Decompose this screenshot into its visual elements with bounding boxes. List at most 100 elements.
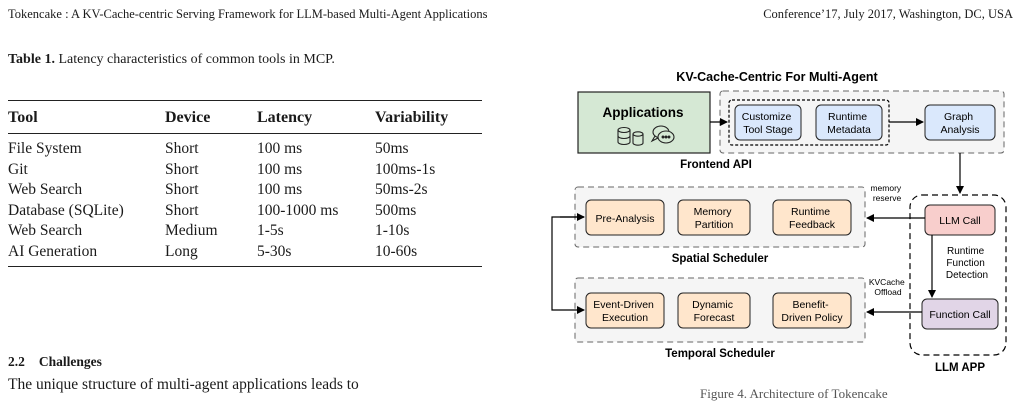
benefit-driven-line-2: Driven Policy xyxy=(781,312,843,324)
column-header: Latency xyxy=(257,100,375,134)
body-paragraph: The unique structure of multi-agent appl… xyxy=(8,376,359,393)
event-driven-line-2: Execution xyxy=(602,312,648,324)
function-detection-line-3: Detection xyxy=(946,270,988,281)
applications-box xyxy=(577,91,711,154)
tool-stage-line-1: Customize xyxy=(742,111,792,123)
graph-analysis-box xyxy=(924,104,996,141)
running-header: Tokencake : A KV-Cache-centric Serving F… xyxy=(8,7,1013,23)
kvcache-offload-line-1: KVCache xyxy=(869,277,905,287)
runtime-metadata-line-2: Metadata xyxy=(827,124,871,136)
svg-text:Benefit- Driven Policy: Benefit- Driven Policy xyxy=(781,299,843,324)
pre-analysis-box xyxy=(585,199,665,236)
memory-partition-line-1: Memory xyxy=(694,206,733,218)
llm-app-label: LLM APP xyxy=(935,362,985,374)
architecture-diagram: KV-Cache-Centric For Multi-Agent Applica… xyxy=(551,70,1007,374)
memory-reserve-line-2: reserve xyxy=(873,193,902,203)
table-row: Web Search Short 100 ms 50ms-2s xyxy=(8,180,482,201)
table-cell: Medium xyxy=(165,222,218,239)
svg-text:Runtime Feedback: Runtime Feedback xyxy=(789,206,836,231)
table-cell: 50ms-2s xyxy=(375,181,428,198)
function-detection-line-1: Runtime xyxy=(947,246,985,257)
table-caption: Table 1. Latency characteristics of comm… xyxy=(8,52,488,68)
table-cell: 500ms xyxy=(375,201,417,219)
temporal-scheduler-label: Temporal Scheduler xyxy=(665,348,775,360)
table-cell: File System xyxy=(8,140,82,157)
section-title: Challenges xyxy=(38,354,102,369)
table-cell: 50ms xyxy=(375,140,409,157)
runtime-feedback-line-2: Feedback xyxy=(789,219,836,231)
paper-title-header: Tokencake : A KV-Cache-centric Serving F… xyxy=(8,7,488,21)
table-label: Table 1. xyxy=(8,52,55,67)
column-header: Variability xyxy=(375,100,482,134)
svg-text:Runtime Metadata: Runtime Metadata xyxy=(827,111,871,136)
diagram-title: KV-Cache-Centric For Multi-Agent xyxy=(676,70,878,84)
table-cell: 100 ms xyxy=(257,140,303,157)
column-header: Device xyxy=(165,100,257,134)
table-cell: Git xyxy=(8,160,28,178)
table-row: AI Generation Long 5-30s 10-60s xyxy=(8,241,482,267)
kvcache-offload-line-2: Offload xyxy=(874,287,902,297)
svg-text:KVCache Offload: KVCache Offload xyxy=(869,277,907,297)
memory-reserve-line-1: memory xyxy=(870,183,901,193)
svg-text:Runtime Function Detec: Runtime Function Detection xyxy=(946,246,988,281)
llm-app-panel xyxy=(909,194,1007,356)
table-cell: 100-1000 ms xyxy=(257,201,339,219)
svg-text:Customize Tool Stage: Customize Tool Stage xyxy=(742,111,795,136)
memory-partition-box xyxy=(677,199,751,236)
table-cell: Web Search xyxy=(8,222,83,239)
table-cell: Short xyxy=(165,181,199,198)
table-cell: 1-5s xyxy=(257,222,284,239)
table-cell: 100 ms xyxy=(257,160,303,178)
event-driven-box xyxy=(585,292,665,329)
frontend-api-label: Frontend API xyxy=(680,159,752,171)
svg-text:Event-Driven Execution: Event-Driven Execution xyxy=(593,299,657,324)
table-row: Database (SQLite) Short 100-1000 ms 500m… xyxy=(8,201,482,222)
database-icon xyxy=(617,126,644,146)
tool-stage-box xyxy=(734,104,802,141)
table-cell: 5-30s xyxy=(257,241,375,267)
benefit-driven-line-1: Benefit- xyxy=(792,299,829,311)
table-cell: 10-60s xyxy=(375,241,482,267)
latency-table: Tool Device Latency Variability File Sys… xyxy=(8,100,482,267)
tool-stage-line-2: Tool Stage xyxy=(743,124,793,136)
function-detection-line-2: Function xyxy=(946,258,984,269)
function-call-label: Function Call xyxy=(929,309,990,321)
applications-label: Applications xyxy=(602,105,683,120)
svg-text:Memory Partition: Memory Partition xyxy=(694,206,735,231)
dynamic-forecast-line-2: Forecast xyxy=(694,312,735,324)
section-number: 2.2 xyxy=(8,354,25,369)
table-cell: Short xyxy=(165,140,199,157)
svg-text:Dynamic Forecast: Dynamic Forecast xyxy=(692,299,736,324)
table-cell: Short xyxy=(165,201,199,219)
dynamic-forecast-box xyxy=(677,292,751,329)
chat-bubbles-icon xyxy=(650,125,675,144)
dynamic-forecast-line-1: Dynamic xyxy=(692,299,733,311)
table-cell: Database (SQLite) xyxy=(8,201,124,219)
table-header-row: Tool Device Latency Variability xyxy=(8,100,482,134)
table-row: Web Search Medium 1-5s 1-10s xyxy=(8,221,482,242)
figure-caption: Figure 4. Architecture of Tokencake xyxy=(700,386,888,401)
conference-header: Conference’17, July 2017, Washington, DC… xyxy=(763,7,1013,21)
spatial-scheduler-label: Spatial Scheduler xyxy=(672,253,769,265)
table-cell: AI Generation xyxy=(8,241,165,267)
pre-analysis-label: Pre-Analysis xyxy=(596,213,655,225)
table-row: File System Short 100 ms 50ms xyxy=(8,134,482,160)
table-cell: 1-10s xyxy=(375,222,410,239)
table-cell: 100ms-1s xyxy=(375,160,436,178)
table-row: Git Short 100 ms 100ms-1s xyxy=(8,160,482,181)
runtime-metadata-line-1: Runtime xyxy=(828,111,867,123)
column-header: Tool xyxy=(8,100,165,134)
memory-partition-line-2: Partition xyxy=(695,219,734,231)
frontend-inner-dashed xyxy=(728,99,890,146)
svg-text:memory reserve: memory reserve xyxy=(870,183,903,203)
graph-analysis-line-2: Analysis xyxy=(940,124,979,136)
svg-text:Graph Analysis: Graph Analysis xyxy=(940,111,979,136)
runtime-metadata-box xyxy=(815,104,883,141)
table-cell: 100 ms xyxy=(257,181,303,198)
table-caption-text: Latency characteristics of common tools … xyxy=(58,52,335,67)
graph-analysis-line-1: Graph xyxy=(944,111,973,123)
runtime-feedback-line-1: Runtime xyxy=(791,206,830,218)
benefit-driven-box xyxy=(772,292,852,329)
table-cell: Short xyxy=(165,160,199,178)
table-cell: Web Search xyxy=(8,181,83,198)
